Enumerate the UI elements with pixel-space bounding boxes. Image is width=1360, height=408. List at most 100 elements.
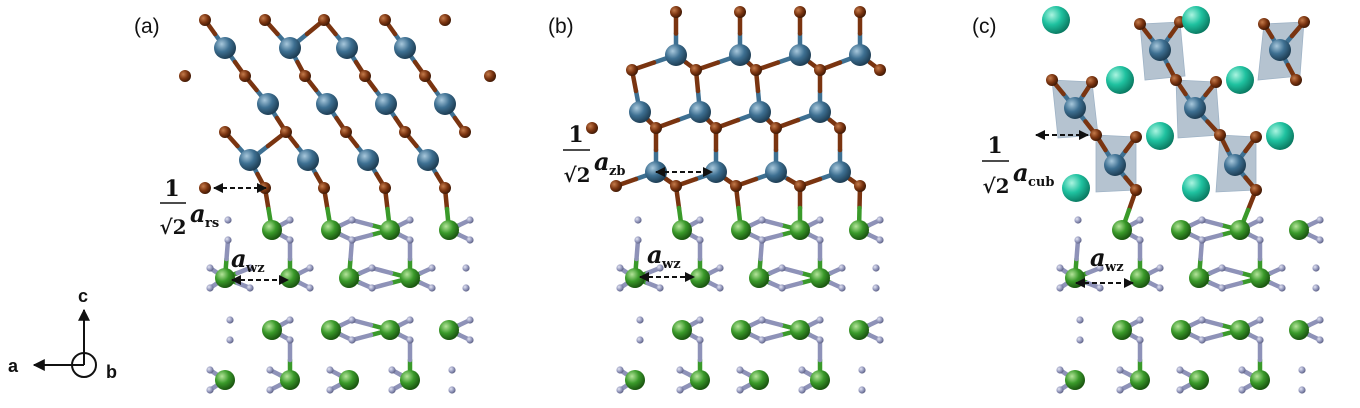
teal-atom bbox=[1042, 6, 1070, 34]
purple-atom bbox=[1056, 386, 1064, 394]
teal-atom bbox=[1266, 122, 1294, 150]
purple-atom bbox=[1298, 366, 1306, 374]
purple-atom bbox=[1136, 236, 1144, 244]
green-atom bbox=[1112, 320, 1132, 340]
purple-atom bbox=[1136, 336, 1144, 344]
purple-atom bbox=[616, 264, 624, 272]
purple-atom bbox=[368, 264, 376, 272]
brown-atom bbox=[439, 14, 451, 26]
purple-atom bbox=[428, 284, 436, 292]
purple-atom bbox=[1218, 284, 1226, 292]
green-atom bbox=[215, 370, 235, 390]
purple-atom bbox=[1176, 366, 1184, 374]
axis-label-b: b bbox=[106, 362, 117, 382]
brown-atom bbox=[794, 6, 806, 18]
lattice-symbol: a bbox=[1090, 243, 1106, 272]
brown-atom bbox=[730, 180, 742, 192]
lattice-annotation-wz-c: a wz bbox=[1075, 243, 1134, 288]
subscript-wz: wz bbox=[245, 261, 265, 276]
fraction-numerator: 1 bbox=[568, 122, 583, 148]
purple-atom bbox=[462, 264, 470, 272]
purple-atom bbox=[858, 386, 866, 394]
lattice-symbol: a bbox=[647, 240, 663, 269]
purple-atom bbox=[286, 236, 294, 244]
blue-atom bbox=[375, 93, 397, 115]
green-atom bbox=[439, 320, 459, 340]
green-atom bbox=[1250, 370, 1270, 390]
purple-atom bbox=[368, 284, 376, 292]
brown-atom bbox=[1250, 184, 1262, 196]
fraction-denominator: √2 bbox=[982, 174, 1009, 198]
brown-atom bbox=[1086, 76, 1098, 88]
brown-atom bbox=[299, 70, 311, 82]
blue-atom bbox=[729, 44, 751, 66]
panel-c-cubic-on-wurtzite bbox=[1042, 6, 1324, 394]
blue-atom bbox=[1064, 97, 1086, 119]
brown-atom bbox=[199, 14, 211, 26]
purple-atom bbox=[1176, 386, 1184, 394]
brown-atom bbox=[650, 122, 662, 134]
purple-atom bbox=[616, 284, 624, 292]
lattice-symbol: a bbox=[1013, 158, 1029, 187]
purple-atom bbox=[466, 216, 474, 224]
brown-atom bbox=[399, 126, 411, 138]
subscript-wz: wz bbox=[1104, 260, 1124, 275]
green-atom bbox=[339, 370, 359, 390]
brown-atom bbox=[259, 14, 271, 26]
green-atom bbox=[380, 320, 400, 340]
purple-atom bbox=[634, 216, 642, 224]
brown-atom bbox=[359, 70, 371, 82]
purple-atom bbox=[306, 284, 314, 292]
lattice-annotation-cub: 1 √2 a cub bbox=[982, 130, 1089, 198]
purple-atom bbox=[1238, 386, 1246, 394]
purple-atom bbox=[758, 216, 766, 224]
panel-label-c: (c) bbox=[972, 15, 997, 38]
green-atom bbox=[690, 370, 710, 390]
brown-atom bbox=[439, 182, 451, 194]
blue-atom bbox=[789, 44, 811, 66]
purple-atom bbox=[816, 236, 824, 244]
purple-atom bbox=[656, 264, 664, 272]
green-atom bbox=[849, 320, 869, 340]
blue-atom bbox=[629, 101, 651, 123]
blue-atom bbox=[239, 149, 261, 171]
subscript-cub: cub bbox=[1028, 175, 1054, 190]
purple-atom bbox=[758, 316, 766, 324]
purple-atom bbox=[634, 236, 642, 244]
purple-atom bbox=[876, 216, 884, 224]
green-atom bbox=[380, 220, 400, 240]
purple-atom bbox=[798, 366, 806, 374]
teal-atom bbox=[1182, 6, 1210, 34]
purple-atom bbox=[636, 316, 644, 324]
purple-atom bbox=[1238, 366, 1246, 374]
lattice-annotation-wz-a: a wz bbox=[231, 244, 289, 285]
purple-atom bbox=[1198, 336, 1206, 344]
brown-atom bbox=[239, 70, 251, 82]
blue-atom bbox=[809, 101, 831, 123]
purple-atom bbox=[206, 386, 214, 394]
blue-atom bbox=[1104, 154, 1126, 176]
axis-label-c: c bbox=[78, 286, 88, 306]
purple-atom bbox=[206, 264, 214, 272]
purple-atom bbox=[1056, 264, 1064, 272]
subscript-rs: rs bbox=[205, 216, 219, 231]
purple-atom bbox=[1074, 216, 1082, 224]
brown-atom bbox=[340, 126, 352, 138]
blue-atom bbox=[849, 44, 871, 66]
blue-atom bbox=[357, 149, 379, 171]
purple-atom bbox=[286, 336, 294, 344]
purple-atom bbox=[348, 336, 356, 344]
green-atom bbox=[1289, 320, 1309, 340]
brown-atom bbox=[318, 14, 330, 26]
brown-atom bbox=[770, 122, 782, 134]
purple-atom bbox=[406, 316, 414, 324]
brown-atom bbox=[219, 126, 231, 138]
purple-atom bbox=[1256, 236, 1264, 244]
purple-atom bbox=[326, 366, 334, 374]
green-atom bbox=[731, 220, 751, 240]
blue-atom bbox=[1269, 39, 1291, 61]
purple-atom bbox=[696, 236, 704, 244]
purple-atom bbox=[1136, 216, 1144, 224]
purple-atom bbox=[1076, 316, 1084, 324]
panel-a-rocksalt-on-wurtzite bbox=[179, 14, 496, 394]
